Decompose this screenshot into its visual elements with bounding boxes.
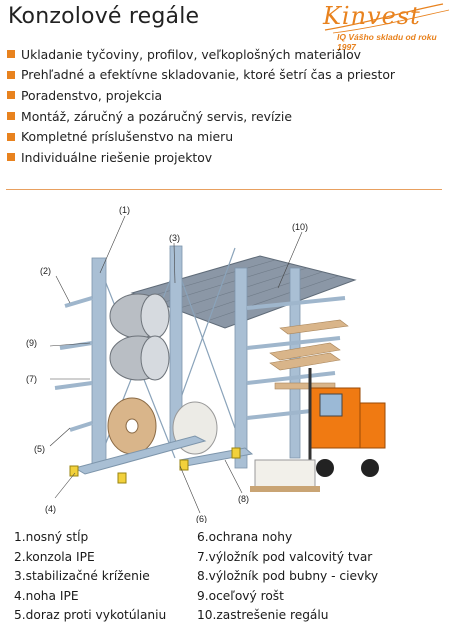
legend-item: 1.nosný stĺp [14, 530, 89, 544]
logo-tagline: IQ Vášho skladu od roku 1997 [337, 32, 437, 52]
feature-item: Ukladanie tyčoviny, profilov, veľkoplošn… [7, 44, 395, 65]
bullet-square-icon [7, 153, 15, 162]
feature-item: Prehľadné a efektívne skladovanie, ktoré… [7, 65, 395, 86]
arms-left [54, 296, 93, 432]
legend-item: 7.výložník pod valcovitý tvar [197, 549, 373, 564]
bullet-square-icon [7, 70, 15, 79]
page-title: Konzolové regále [8, 4, 200, 29]
callout-lines [49, 215, 303, 514]
feature-item: Poradenstvo, projekcia [7, 85, 395, 106]
leg-guards [69, 447, 241, 484]
forklift [250, 368, 386, 492]
callout-label: (4) [45, 504, 56, 514]
logo-text: Kinvest [323, 2, 421, 30]
feature-item: Kompletné príslušenstvo na mieru [7, 126, 395, 147]
legend-item: 8.výložník pod bubny - cievky [197, 569, 379, 584]
bullet-square-icon [7, 50, 15, 59]
callout-label: (1) [119, 205, 130, 215]
callout-label: (5) [34, 444, 45, 454]
cantilever-rack-illustration: (1) (2) (3) (10) (9) (7) (5) (4) (6) (8) [26, 205, 386, 523]
legend-item: 9.oceľový rošt [197, 588, 284, 603]
legend-column-right: 6.ochrana nohy 7.výložník pod valcovitý … [197, 530, 397, 628]
callout-label: (9) [26, 338, 37, 348]
feature-item: Montáž, záručný a pozáručný servis, reví… [7, 106, 395, 127]
legend-item: 6.ochrana nohy [197, 530, 293, 544]
section-divider [6, 189, 442, 190]
arms-right [246, 296, 346, 420]
callout-label: (3) [169, 233, 180, 243]
legend-item: 4.noha IPE [14, 588, 79, 603]
legend-item: 5.doraz proti vykotúlaniu [14, 608, 167, 623]
callout-label: (2) [40, 266, 51, 276]
logo-swoosh-icon [324, 3, 450, 34]
kinvest-logo: Kinvest IQ Vášho skladu od roku 1997 [303, 2, 451, 52]
callout-label: (10) [292, 222, 308, 232]
legend-column-left: 1.nosný stĺp 2.konzola IPE 3.stabilizačn… [14, 530, 214, 628]
callout-label: (7) [26, 374, 37, 384]
bullet-square-icon [7, 91, 15, 100]
steel-coils [109, 293, 170, 381]
wood-boards [269, 319, 349, 390]
feature-list: Ukladanie tyčoviny, profilov, veľkoplošn… [7, 44, 395, 168]
legend-item: 3.stabilizačné kríženie [14, 569, 150, 584]
roof-grid [147, 259, 339, 321]
feature-item: Individuálne riešenie projektov [7, 147, 395, 168]
callout-label: (8) [238, 494, 249, 504]
bullet-square-icon [7, 112, 15, 121]
callout-label: (6) [196, 514, 207, 523]
bullet-square-icon [7, 132, 15, 141]
legend-item: 2.konzola IPE [14, 549, 95, 564]
legend-item: 10.zastrešenie regálu [197, 608, 329, 623]
